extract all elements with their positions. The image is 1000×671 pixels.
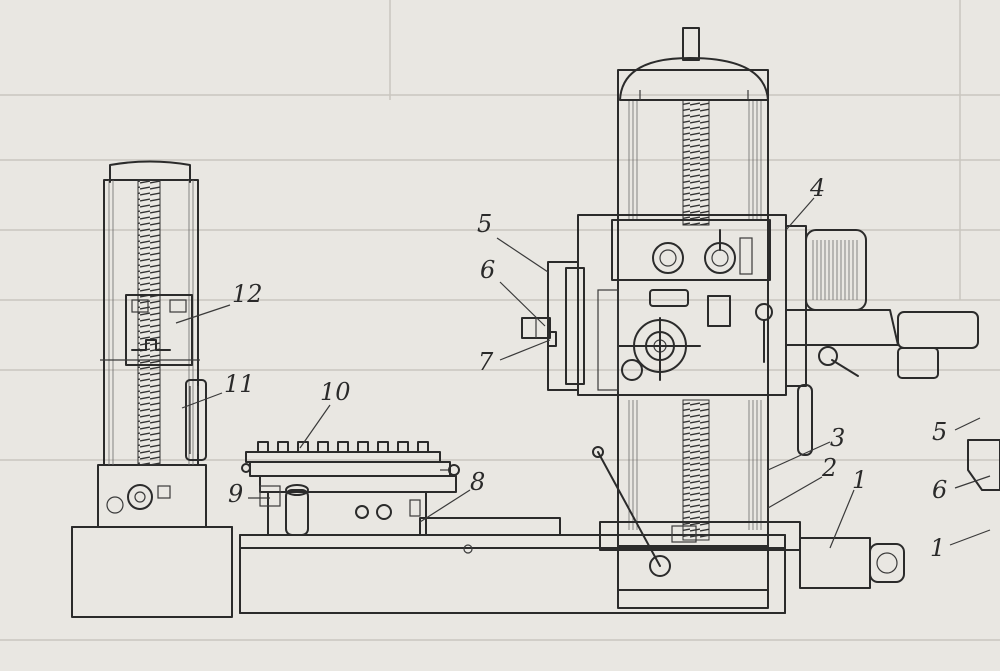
saddle [259, 484, 561, 536]
rear-support-column [71, 160, 233, 618]
feed-gearbox [785, 225, 979, 456]
callout-6: 6 [480, 256, 495, 284]
column-base [592, 446, 905, 609]
callout-5-right: 5 [932, 418, 947, 446]
adjacent-figure-fragment [967, 439, 1000, 491]
callout-3: 3 [830, 424, 845, 452]
callout-10: 10 [320, 378, 351, 406]
compound-table [241, 441, 460, 493]
callout-5: 5 [477, 210, 492, 238]
background-table-ghost [0, 0, 1000, 641]
callout-leaders [175, 197, 991, 549]
callout-6-right: 6 [932, 476, 947, 504]
callout-12: 12 [232, 280, 263, 308]
callout-labels: 12 11 10 9 8 5 6 7 4 3 2 1 5 6 1 [224, 174, 947, 562]
spindle-head [521, 214, 787, 396]
callout-1: 1 [852, 466, 867, 494]
callout-1-right: 1 [930, 534, 945, 562]
callout-7: 7 [478, 348, 494, 376]
main-column [617, 27, 769, 591]
callout-2: 2 [821, 454, 837, 482]
callout-9: 9 [228, 480, 243, 508]
callout-11: 11 [224, 370, 255, 398]
callout-8: 8 [470, 468, 485, 496]
callout-4: 4 [809, 174, 825, 202]
